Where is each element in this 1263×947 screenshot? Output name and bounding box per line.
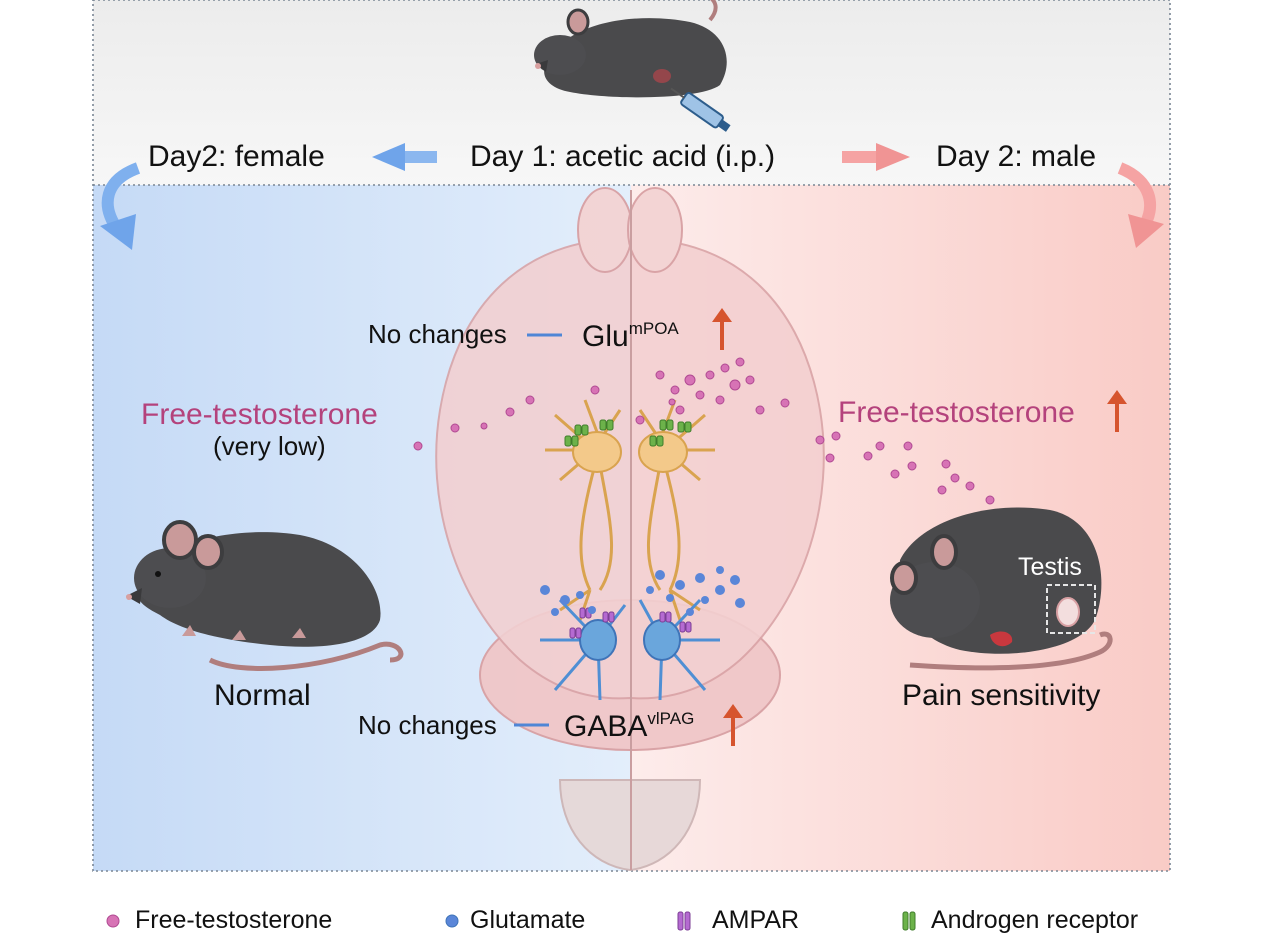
very-low-label: (very low) [213, 431, 326, 461]
gaba-vlpag-label: GABAvlPAG [564, 709, 695, 743]
panel-border [92, 0, 1171, 872]
glutamate-dots [540, 566, 745, 616]
legend-ampar-icon [677, 911, 691, 931]
day2-male-label: Day 2: male [936, 140, 1097, 173]
up-arrow-glu [712, 308, 732, 350]
ampar-receptors [569, 607, 692, 639]
pain-mouse [890, 507, 1113, 671]
glu-no-changes-label: No changes [368, 319, 507, 349]
testis-label: Testis [1018, 553, 1082, 581]
injected-mouse [534, 0, 731, 132]
arrow-to-female-head [372, 143, 405, 171]
gaba-no-changes-label: No changes [358, 710, 497, 740]
gaba-neuron-soma-left [579, 619, 617, 661]
legend-testosterone-icon [106, 914, 120, 928]
up-arrow-testosterone [1107, 390, 1127, 432]
up-arrow-gaba [723, 704, 743, 746]
legend-item-testosterone: Free-testosterone [135, 906, 333, 934]
androgen-receptors [564, 419, 692, 447]
legend-item-androgen-receptor: Androgen receptor [931, 906, 1139, 934]
male-testosterone-label: Free-testosterone [838, 396, 1075, 429]
normal-mouse [126, 520, 404, 671]
arrow-to-male-head [876, 143, 910, 171]
glu-neuron-soma-left [572, 431, 622, 473]
day2-female-label: Day2: female [148, 140, 325, 173]
normal-label: Normal [214, 679, 311, 712]
testis-box [1046, 584, 1096, 634]
gabaergic-neurons [540, 598, 720, 701]
legend-item-ampar: AMPAR [712, 906, 800, 934]
gaba-neuron-soma-right [643, 619, 681, 661]
female-testosterone-label: Free-testosterone [141, 398, 378, 431]
pain-sensitivity-label: Pain sensitivity [902, 679, 1101, 712]
legend-androgen-receptor-icon [902, 911, 916, 931]
legend-glutamate-icon [445, 914, 459, 928]
day1-label: Day 1: acetic acid (i.p.) [470, 140, 776, 173]
brain [435, 187, 825, 872]
glu-mpoa-label: GlumPOA [582, 319, 679, 353]
legend-item-glutamate: Glutamate [470, 906, 586, 934]
